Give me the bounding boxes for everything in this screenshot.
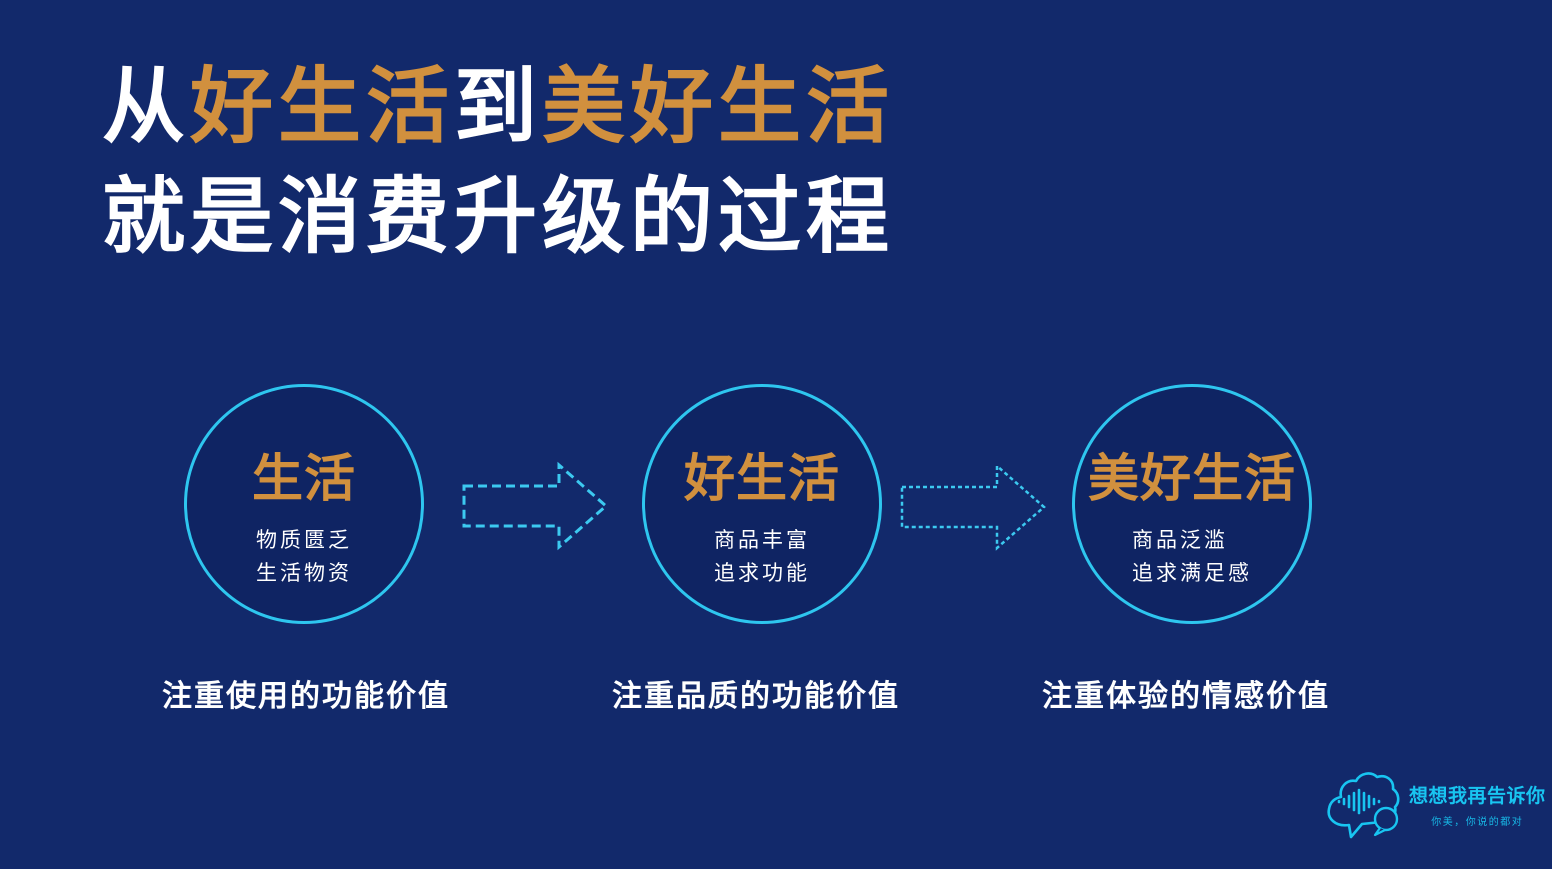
stage-subtitle-line-1: 物质匮乏 <box>256 527 352 552</box>
dashed-right-arrow-icon <box>462 461 609 551</box>
stage-subtitle-line-2: 追求功能 <box>714 560 810 585</box>
stage-circle-beautiful-life: 美好生活 商品泛滥 追求满足感 <box>1072 384 1312 624</box>
stage-caption-3: 注重体验的情感价值 <box>1042 679 1330 714</box>
dashed-right-arrow-icon <box>900 463 1046 551</box>
speech-bubble-soundwave-icon <box>1327 772 1400 839</box>
stage-name: 好生活 <box>683 449 840 509</box>
stage-subtitle: 物质匮乏 生活物资 <box>256 524 352 589</box>
title-word-from: 从 <box>102 57 190 155</box>
stage-subtitle-line-1: 商品丰富 <box>714 527 810 552</box>
stage-circle-life: 生活 物质匮乏 生活物资 <box>184 384 424 624</box>
stage-circle-good-life: 好生活 商品丰富 追求功能 <box>642 384 882 624</box>
title-word-to: 到 <box>454 57 542 155</box>
stage-subtitle: 商品泛滥 追求满足感 <box>1132 524 1252 589</box>
stage-caption-2: 注重品质的功能价值 <box>612 679 900 714</box>
stage-name: 生活 <box>251 449 356 509</box>
title-word-beautiful-life: 美好生活 <box>542 57 894 155</box>
title-block: 从好生活到美好生活 就是消费升级的过程 <box>102 52 894 271</box>
title-word-good-life: 好生活 <box>190 57 454 155</box>
stage-subtitle-line-2: 追求满足感 <box>1132 560 1252 585</box>
title-line-2: 就是消费升级的过程 <box>102 166 894 265</box>
logo-name: 想想我再告诉你 <box>1409 785 1546 807</box>
stage-caption-1: 注重使用的功能价值 <box>162 679 450 714</box>
stage-name: 美好生活 <box>1087 449 1296 509</box>
logo-text: 想想我再告诉你 你美，你说的都对 <box>1409 781 1546 828</box>
logo-tagline: 你美，你说的都对 <box>1431 817 1524 828</box>
title-line-1: 从好生活到美好生活 <box>102 52 894 162</box>
logo: 想想我再告诉你 你美，你说的都对 <box>1320 769 1546 845</box>
stage-subtitle-line-2: 生活物资 <box>256 560 352 585</box>
stage-subtitle: 商品丰富 追求功能 <box>714 524 810 589</box>
stage-subtitle-line-1: 商品泛滥 <box>1132 527 1228 552</box>
